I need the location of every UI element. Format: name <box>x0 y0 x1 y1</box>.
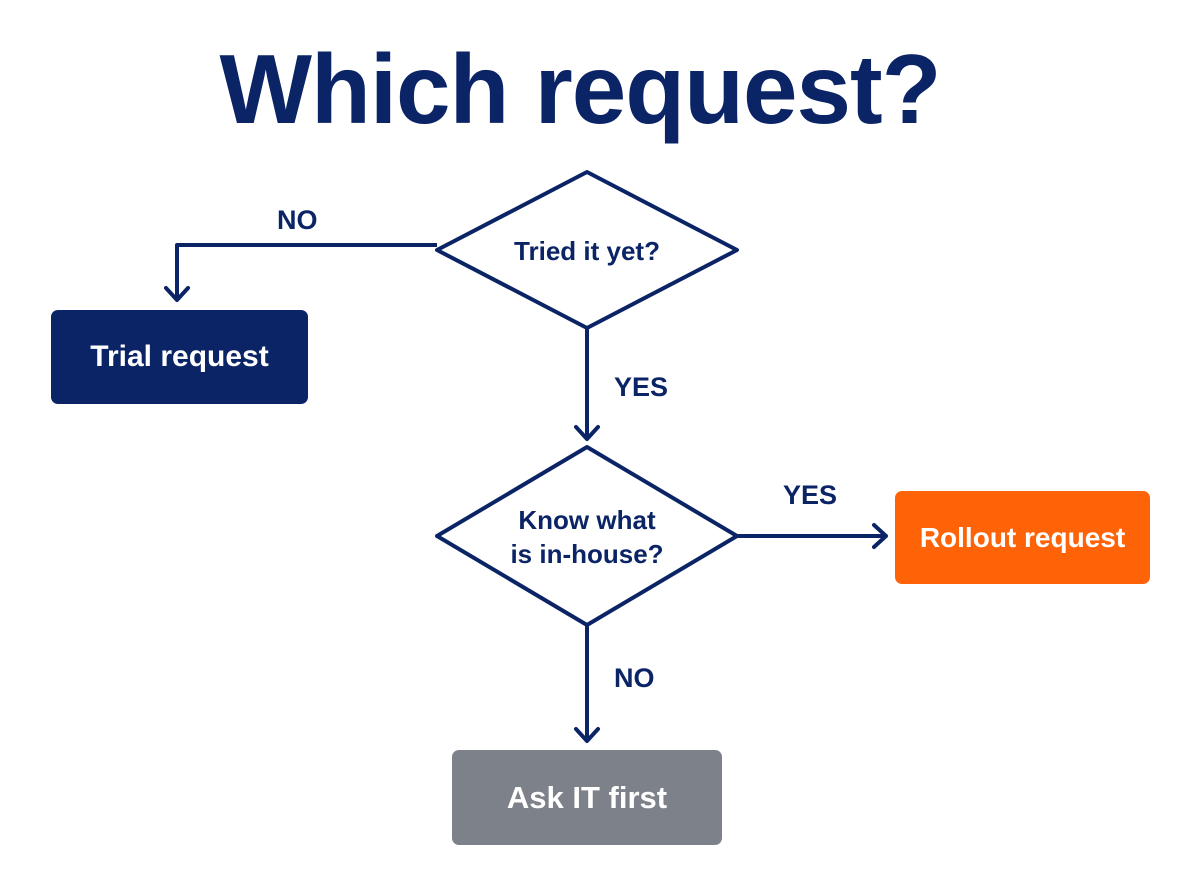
decision-text-tried: Tried it yet? <box>467 235 707 269</box>
connector-tried-no <box>175 243 437 298</box>
page-title: Which request? <box>219 34 941 144</box>
decision-tried-label: Tried it yet? <box>514 236 660 266</box>
edge-label-know-no: NO <box>614 663 655 693</box>
outcome-ask-it-first: Ask IT first <box>452 750 722 845</box>
outcome-trial-request: Trial request <box>51 310 308 404</box>
edge-label-tried-yes: YES <box>614 372 669 402</box>
outcome-rollout-request: Rollout request <box>895 491 1150 584</box>
decision-text-in-house: Know what is in-house? <box>467 504 707 572</box>
arrowhead-know-yes <box>872 523 888 549</box>
edge-label-know-yes: YES <box>783 480 838 510</box>
edge-label-tried-no: NO <box>277 205 318 235</box>
outcome-rollout-request-label: Rollout request <box>919 521 1126 553</box>
arrowhead-tried-no <box>164 286 190 302</box>
outcome-trial-request-label: Trial request <box>90 340 269 373</box>
decision-in-house-line-2: is in-house? <box>510 538 664 569</box>
decision-in-house-line-1: Know what <box>518 505 656 535</box>
arrowhead-know-no <box>574 727 600 743</box>
arrowhead-tried-yes <box>574 425 600 441</box>
outcome-ask-it-first-label: Ask IT first <box>506 779 668 815</box>
